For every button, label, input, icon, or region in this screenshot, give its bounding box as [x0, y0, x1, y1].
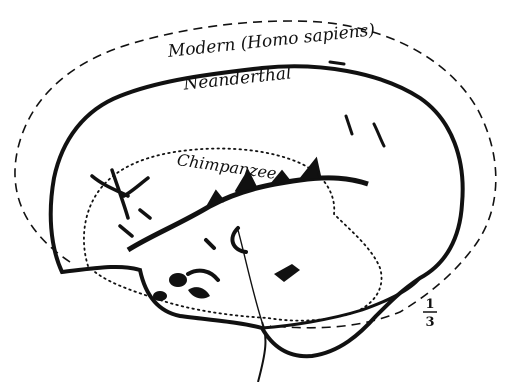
- central-divider: [238, 230, 262, 322]
- temporal-blob-1: [169, 273, 187, 287]
- temporal-sulci: [188, 228, 246, 280]
- temporal-blob-2: [153, 291, 167, 301]
- scale-numerator: 1: [425, 297, 434, 312]
- scale-fraction: 1 3: [423, 297, 437, 330]
- frontal-sulci: [92, 170, 150, 236]
- label-chimpanzee: Chimpanzee: [176, 150, 278, 183]
- temporal-blob-3: [188, 287, 210, 298]
- label-neanderthal: Neanderthal: [182, 63, 293, 94]
- scale-denominator: 3: [425, 315, 434, 330]
- neanderthal-brain-outline: [51, 66, 463, 356]
- occipital-blob: [274, 264, 300, 282]
- label-modern: Modern (Homo sapiens): [166, 20, 376, 62]
